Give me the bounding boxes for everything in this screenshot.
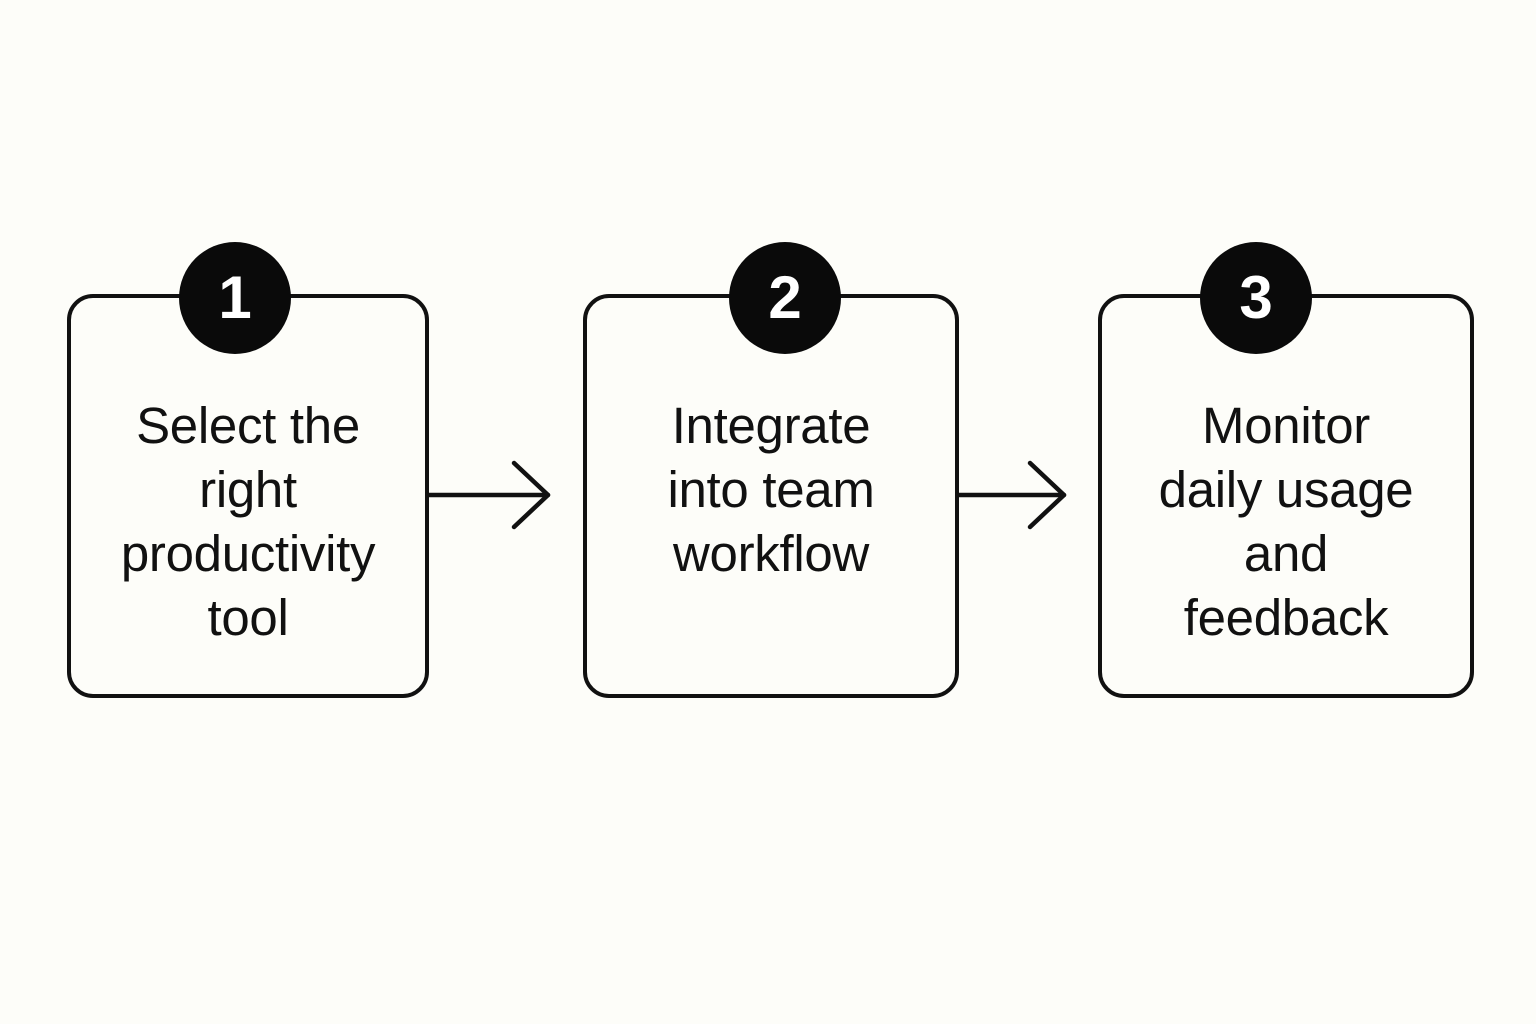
arrow-right-icon — [956, 460, 1067, 530]
step-box-2: 2 Integrate into team workflow — [583, 242, 959, 698]
step-label-3: Monitor daily usage and feedback — [1112, 394, 1460, 650]
step-label-2: Integrate into team workflow — [597, 394, 945, 586]
step-number-badge-3: 3 — [1200, 242, 1312, 354]
step-label-line: daily usage — [1158, 461, 1414, 518]
step-box-1: 1 Select the right productivity tool — [67, 242, 429, 698]
step-label-line: into team — [667, 461, 875, 518]
step-label-line: workflow — [673, 525, 869, 582]
arrow-right-icon — [426, 460, 551, 530]
step-label-1: Select the right productivity tool — [81, 394, 415, 650]
step-label-line: tool — [207, 589, 289, 646]
step-number-badge-2: 2 — [729, 242, 841, 354]
step-label-line: feedback — [1183, 589, 1389, 646]
step-label-line: and — [1243, 525, 1329, 582]
step-box-3: 3 Monitor daily usage and feedback — [1098, 242, 1474, 698]
step-label-line: Monitor — [1202, 397, 1370, 454]
step-label-line: right — [199, 461, 297, 518]
step-number-badge-1: 1 — [179, 242, 291, 354]
step-label-line: Select the — [136, 397, 360, 454]
step-label-line: productivity — [120, 525, 376, 582]
step-label-line: Integrate — [671, 397, 871, 454]
